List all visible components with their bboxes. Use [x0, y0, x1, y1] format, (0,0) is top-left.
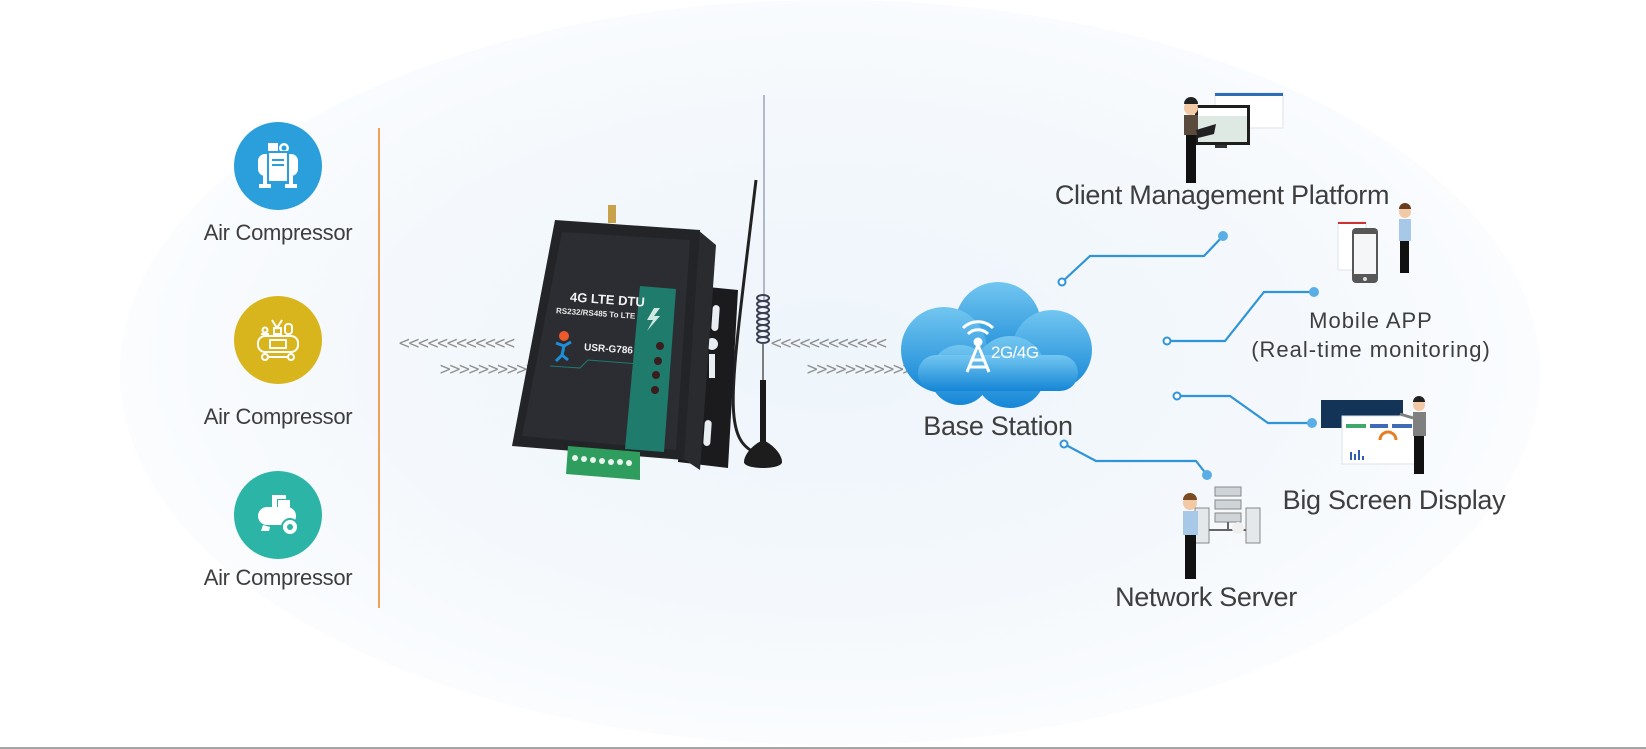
air-compressor-3-badge: [234, 471, 322, 559]
endpoint-big-screen-label: Big Screen Display: [1282, 485, 1506, 515]
air-compressor-2-label: Air Compressor: [203, 404, 353, 429]
connector-mobile-app: [1167, 290, 1314, 343]
network-type-label: 2G/4G: [991, 343, 1039, 362]
sources-divider-line: [378, 128, 380, 608]
air-compressor-2-badge: [234, 296, 322, 384]
user-with-phone-icon: [1337, 203, 1411, 283]
endpoint-mobile-app-sublabel: (Real-time monitoring): [1251, 337, 1491, 362]
flow-arrows-right-outgoing: >>>>>>>>>>>>: [806, 359, 924, 379]
connector-start-dot: [1172, 391, 1182, 401]
cell-tower-icon: [961, 320, 995, 373]
connector-end-dot: [1309, 287, 1319, 297]
air-compressor-vertical-icon: [258, 143, 298, 188]
connector-big-screen: [1177, 394, 1312, 425]
connector-end-dot: [1218, 231, 1228, 241]
connector-network-server: [1063, 443, 1208, 476]
air-compressor-portable-icon: [257, 319, 299, 361]
connector-end-dot: [1307, 418, 1317, 428]
bottom-divider: [0, 747, 1646, 749]
flow-arrows-right-incoming: <<<<<<<<<<<<: [770, 333, 888, 353]
admin-with-monitor-icon: [1184, 92, 1284, 183]
base-station-label: Base Station: [923, 411, 1073, 441]
air-compressor-3-label: Air Compressor: [203, 565, 353, 590]
air-compressor-1-label: Air Compressor: [203, 220, 353, 245]
connector-client-platform: [1061, 235, 1224, 283]
background-glow: [120, 0, 1540, 745]
connector-start-dot: [1057, 277, 1067, 287]
flow-arrows-left-incoming: <<<<<<<<<<<<: [398, 333, 516, 353]
connector-start-dot: [1162, 336, 1172, 346]
endpoint-mobile-app-label: Mobile APP: [1309, 308, 1433, 333]
air-compressor-1-badge: [234, 122, 322, 210]
user-with-dashboard-icon: [1321, 396, 1426, 474]
endpoint-network-server-label: Network Server: [1115, 582, 1297, 612]
endpoint-client-platform-label: Client Management Platform: [1054, 180, 1390, 210]
admin-with-servers-icon: [1183, 486, 1261, 579]
air-compressor-tank-icon: [258, 495, 299, 536]
connector-start-dot: [1059, 439, 1069, 449]
connector-end-dot: [1202, 470, 1212, 480]
